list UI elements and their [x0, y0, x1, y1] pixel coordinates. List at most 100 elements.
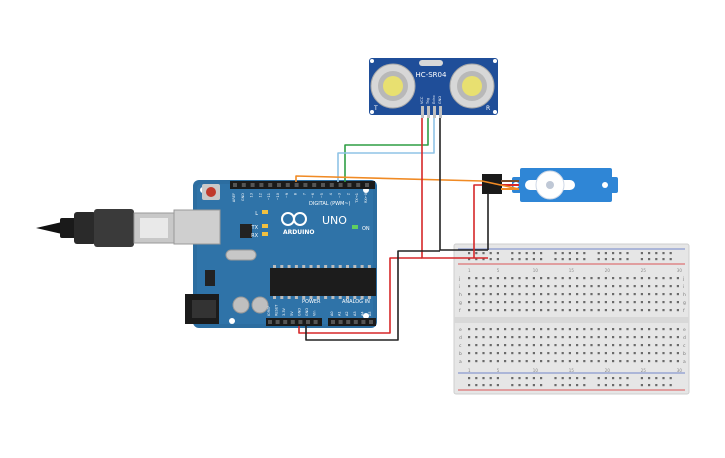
- terminal-hole[interactable]: [518, 360, 521, 363]
- rail-hole[interactable]: [619, 258, 622, 261]
- rail-hole[interactable]: [583, 384, 586, 387]
- terminal-hole[interactable]: [568, 336, 571, 339]
- digital-pin-hole[interactable]: [294, 183, 299, 187]
- terminal-hole[interactable]: [482, 352, 485, 355]
- rail-hole[interactable]: [511, 252, 514, 255]
- rail-hole[interactable]: [482, 258, 485, 261]
- terminal-hole[interactable]: [604, 352, 607, 355]
- rail-hole[interactable]: [655, 384, 658, 387]
- rail-hole[interactable]: [518, 258, 521, 261]
- terminal-hole[interactable]: [590, 344, 593, 347]
- terminal-hole[interactable]: [633, 277, 636, 280]
- terminal-hole[interactable]: [532, 293, 535, 296]
- rail-hole[interactable]: [532, 377, 535, 380]
- rail-hole[interactable]: [489, 384, 492, 387]
- rail-hole[interactable]: [489, 258, 492, 261]
- rail-hole[interactable]: [597, 377, 600, 380]
- rail-hole[interactable]: [540, 377, 543, 380]
- terminal-hole[interactable]: [525, 352, 528, 355]
- terminal-hole[interactable]: [626, 277, 629, 280]
- rail-hole[interactable]: [561, 377, 564, 380]
- terminal-hole[interactable]: [482, 328, 485, 331]
- terminal-hole[interactable]: [626, 352, 629, 355]
- rail-hole[interactable]: [583, 377, 586, 380]
- terminal-hole[interactable]: [604, 293, 607, 296]
- rail-hole[interactable]: [612, 377, 615, 380]
- terminal-hole[interactable]: [540, 336, 543, 339]
- terminal-hole[interactable]: [496, 344, 499, 347]
- digital-pin-hole[interactable]: [285, 183, 290, 187]
- terminal-hole[interactable]: [633, 301, 636, 304]
- terminal-hole[interactable]: [676, 360, 679, 363]
- terminal-hole[interactable]: [612, 360, 615, 363]
- terminal-hole[interactable]: [597, 352, 600, 355]
- terminal-hole[interactable]: [547, 285, 550, 288]
- rail-hole[interactable]: [626, 377, 629, 380]
- terminal-hole[interactable]: [640, 285, 643, 288]
- terminal-hole[interactable]: [619, 309, 622, 312]
- terminal-hole[interactable]: [518, 293, 521, 296]
- terminal-hole[interactable]: [525, 277, 528, 280]
- terminal-hole[interactable]: [662, 277, 665, 280]
- rail-hole[interactable]: [554, 258, 557, 261]
- terminal-hole[interactable]: [597, 344, 600, 347]
- rail-hole[interactable]: [468, 252, 471, 255]
- rail-hole[interactable]: [640, 258, 643, 261]
- terminal-hole[interactable]: [547, 309, 550, 312]
- terminal-hole[interactable]: [518, 344, 521, 347]
- terminal-hole[interactable]: [532, 328, 535, 331]
- rail-hole[interactable]: [511, 384, 514, 387]
- rail-hole[interactable]: [568, 384, 571, 387]
- terminal-hole[interactable]: [662, 360, 665, 363]
- terminal-hole[interactable]: [676, 336, 679, 339]
- rail-hole[interactable]: [583, 258, 586, 261]
- terminal-hole[interactable]: [547, 277, 550, 280]
- terminal-hole[interactable]: [640, 328, 643, 331]
- power-pin-hole[interactable]: [268, 320, 272, 324]
- terminal-hole[interactable]: [496, 285, 499, 288]
- terminal-hole[interactable]: [640, 293, 643, 296]
- terminal-hole[interactable]: [540, 285, 543, 288]
- terminal-hole[interactable]: [475, 352, 478, 355]
- rail-hole[interactable]: [554, 252, 557, 255]
- rail-hole[interactable]: [561, 258, 564, 261]
- terminal-hole[interactable]: [561, 293, 564, 296]
- terminal-hole[interactable]: [648, 328, 651, 331]
- terminal-hole[interactable]: [619, 301, 622, 304]
- terminal-hole[interactable]: [633, 360, 636, 363]
- terminal-hole[interactable]: [590, 352, 593, 355]
- terminal-hole[interactable]: [583, 344, 586, 347]
- terminal-hole[interactable]: [648, 309, 651, 312]
- terminal-hole[interactable]: [576, 293, 579, 296]
- digital-pin-hole[interactable]: [338, 183, 343, 187]
- rail-hole[interactable]: [554, 384, 557, 387]
- digital-pin-hole[interactable]: [321, 183, 325, 187]
- digital-pin-hole[interactable]: [347, 183, 352, 187]
- rail-hole[interactable]: [604, 384, 607, 387]
- digital-pin-hole[interactable]: [259, 183, 264, 187]
- terminal-hole[interactable]: [504, 352, 507, 355]
- terminal-hole[interactable]: [619, 277, 622, 280]
- rail-hole[interactable]: [648, 258, 651, 261]
- rail-hole[interactable]: [597, 258, 600, 261]
- terminal-hole[interactable]: [561, 277, 564, 280]
- terminal-hole[interactable]: [655, 285, 658, 288]
- rail-hole[interactable]: [648, 384, 651, 387]
- terminal-hole[interactable]: [655, 352, 658, 355]
- terminal-hole[interactable]: [489, 301, 492, 304]
- terminal-hole[interactable]: [669, 344, 672, 347]
- terminal-hole[interactable]: [547, 336, 550, 339]
- rail-hole[interactable]: [482, 384, 485, 387]
- terminal-hole[interactable]: [662, 293, 665, 296]
- terminal-hole[interactable]: [619, 285, 622, 288]
- terminal-hole[interactable]: [619, 360, 622, 363]
- terminal-hole[interactable]: [540, 301, 543, 304]
- terminal-hole[interactable]: [489, 360, 492, 363]
- terminal-hole[interactable]: [489, 277, 492, 280]
- terminal-hole[interactable]: [525, 301, 528, 304]
- terminal-hole[interactable]: [604, 277, 607, 280]
- rail-hole[interactable]: [626, 252, 629, 255]
- power-pin-hole[interactable]: [283, 320, 288, 324]
- terminal-hole[interactable]: [511, 352, 514, 355]
- terminal-hole[interactable]: [640, 352, 643, 355]
